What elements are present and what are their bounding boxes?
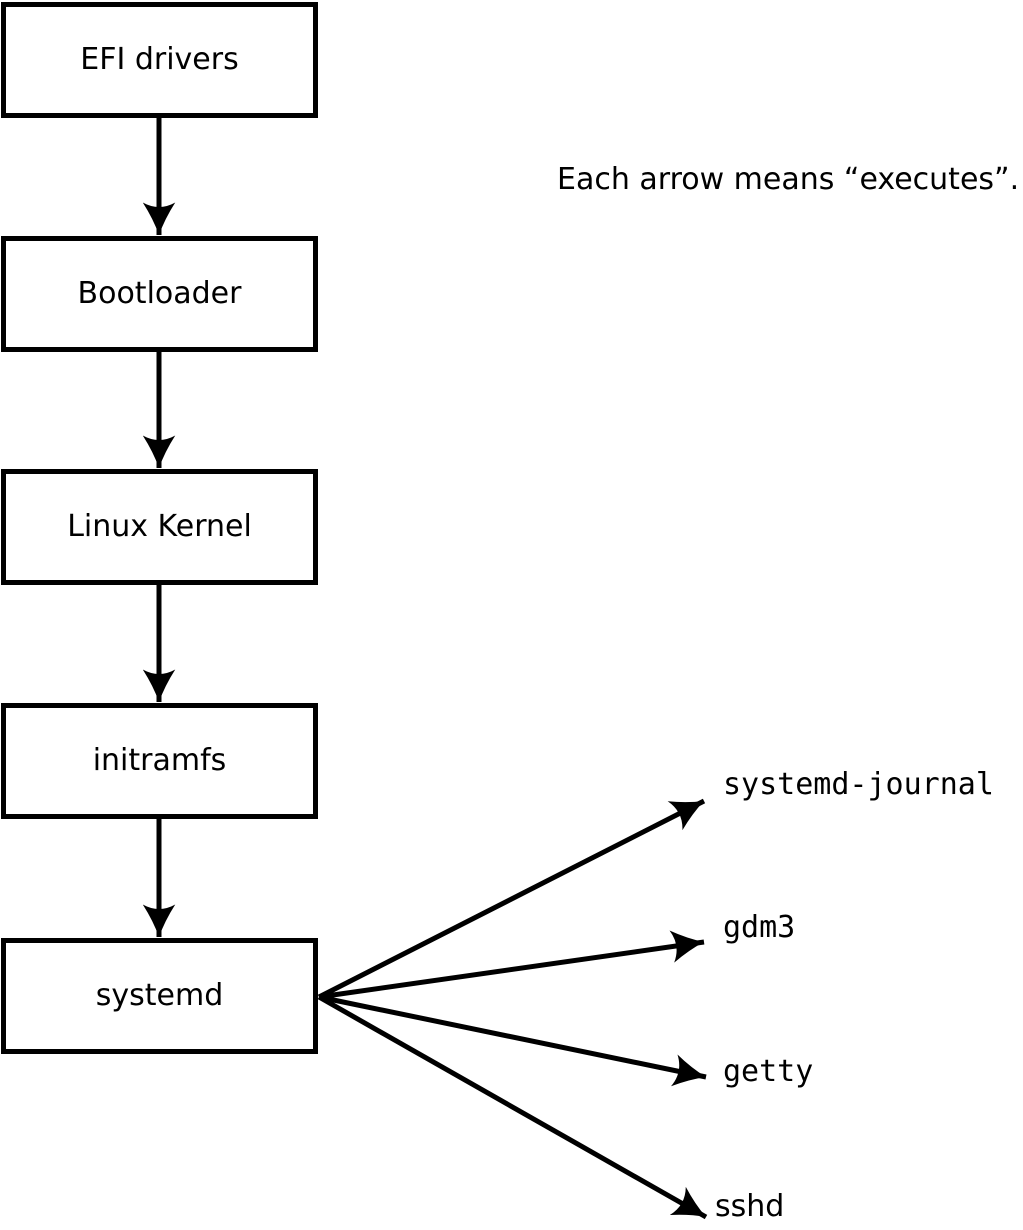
node-label-linux-kernel: Linux Kernel [67, 509, 252, 544]
arrow-systemd-to-sshd [317, 994, 708, 1220]
node-efi-drivers: EFI drivers [1, 2, 318, 118]
node-label-efi-drivers: EFI drivers [80, 42, 239, 77]
target-label-getty: getty [723, 1054, 814, 1089]
arrow-systemd-to-gdm3 [318, 930, 705, 1000]
fan-arrows [317, 798, 708, 1220]
node-label-bootloader: Bootloader [77, 276, 242, 311]
node-initramfs: initramfs [1, 703, 318, 819]
arrow-systemd-to-systemd-journal [317, 798, 706, 1000]
node-linux-kernel: Linux Kernel [1, 469, 318, 585]
node-systemd: systemd [1, 938, 318, 1054]
target-label-gdm3: gdm3 [723, 910, 796, 945]
node-label-systemd: systemd [95, 978, 224, 1013]
legend-note: Each arrow means “executes”. [557, 162, 1020, 197]
target-label-systemd-journal: systemd-journal [723, 767, 994, 802]
target-label-sshd: sshd [715, 1189, 785, 1224]
node-label-initramfs: initramfs [92, 743, 227, 778]
arrow-systemd-to-getty [318, 994, 707, 1087]
node-bootloader: Bootloader [1, 236, 318, 352]
